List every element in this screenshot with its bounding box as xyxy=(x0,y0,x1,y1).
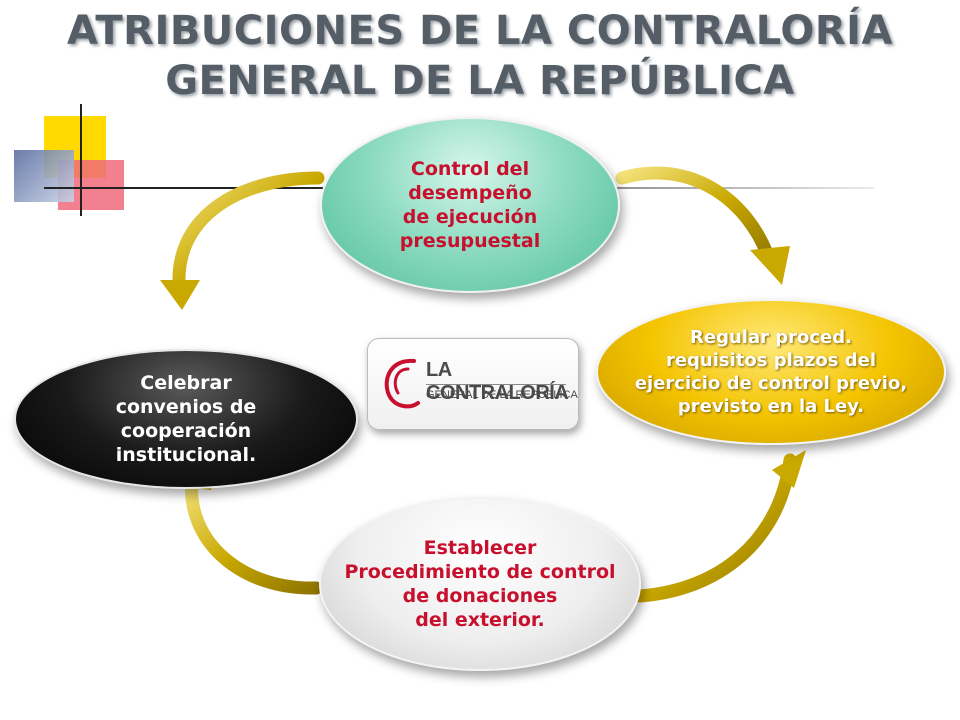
logo-text-line-1: LA CONTRALORÍA xyxy=(426,359,569,404)
deco-blue-square xyxy=(14,150,74,202)
arrow-top-to-right xyxy=(615,166,777,269)
arrowhead-right-to-bottom xyxy=(772,450,806,488)
node-establecer-procedimiento-text: Establecer Procedimiento de control de d… xyxy=(344,537,616,631)
node-celebrar-convenios: Celebrar convenios de cooperación instit… xyxy=(14,349,358,489)
contraloria-logo-icon xyxy=(384,358,420,409)
arrow-bottom-to-left xyxy=(185,473,323,595)
node-control-desempeno: Control del desempeño de ejecución presu… xyxy=(320,117,620,293)
contraloria-logo: LA CONTRALORÍA GENERAL DE LA REPÚBLICA xyxy=(367,338,579,430)
node-regular-procedimientos-text: Regular proced. requisitos plazos del ej… xyxy=(634,327,908,417)
title-line-1: ATRIBUCIONES DE LA CONTRALORÍA xyxy=(67,8,893,54)
node-celebrar-convenios-text: Celebrar convenios de cooperación instit… xyxy=(115,372,257,466)
title-line-2: GENERAL DE LA REPÚBLICA xyxy=(165,58,795,104)
logo-text-line-2: GENERAL DE LA REPÚBLICA xyxy=(426,389,578,401)
node-establecer-procedimiento: Establecer Procedimiento de control de d… xyxy=(319,497,641,671)
arrow-right-to-bottom xyxy=(633,453,797,603)
node-regular-procedimientos: Regular proced. requisitos plazos del ej… xyxy=(596,299,946,445)
deco-vertical-line xyxy=(80,104,82,216)
arrow-left-to-top xyxy=(172,171,325,301)
arrowhead-left-to-top xyxy=(160,280,200,310)
arrowhead-top-to-right xyxy=(750,246,790,285)
logo-divider xyxy=(426,384,566,385)
node-control-desempeno-text: Control del desempeño de ejecución presu… xyxy=(399,158,541,252)
